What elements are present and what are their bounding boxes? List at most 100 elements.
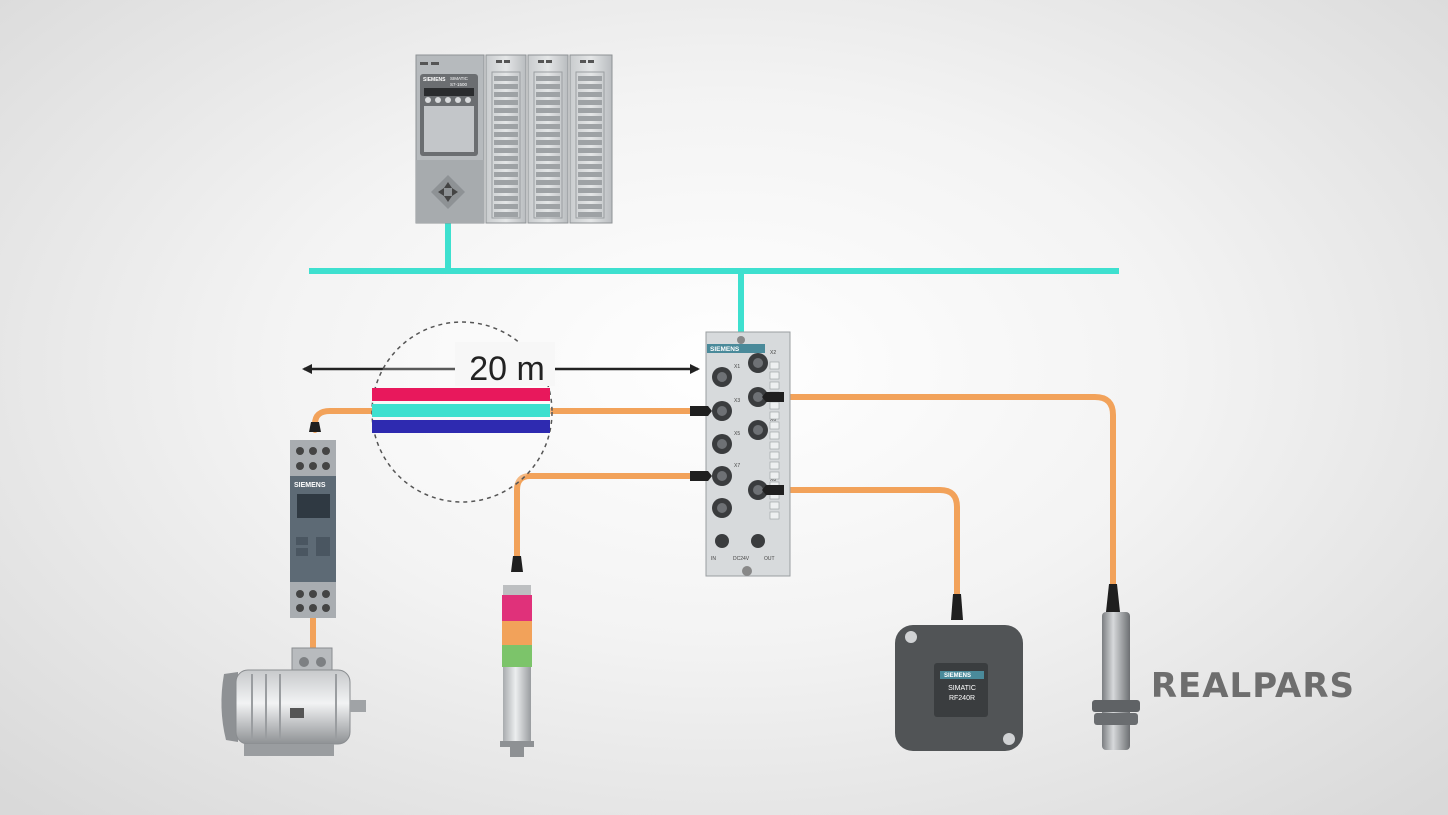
plc-io-module-2 [527, 54, 569, 224]
stack-light-pole [503, 667, 531, 741]
plc-arrow-left-icon [438, 188, 444, 196]
motor-starter[interactable]: SIEMENS [290, 422, 336, 618]
plc-slot [578, 196, 602, 201]
sensor-nut-upper [1092, 700, 1140, 712]
cable-length-callout: 20 m [302, 321, 700, 503]
io-label-dc24v: DC24V [733, 556, 750, 562]
plc-slot [494, 180, 518, 185]
io-terminal [769, 501, 780, 510]
motor-body [235, 669, 351, 745]
realpars-logo: REALPARS [1151, 666, 1355, 706]
io-port-socket [753, 358, 763, 368]
io-port-socket [717, 471, 727, 481]
motor-fan-cover [221, 672, 238, 742]
plc-slot [494, 148, 518, 153]
plc-arrow-down-icon [444, 196, 452, 202]
plc-slot [578, 140, 602, 145]
connector-x7-plug [762, 485, 784, 495]
plc-slot [536, 172, 560, 177]
io-port-label: X3 [734, 398, 740, 404]
io-label-out: OUT [764, 556, 775, 562]
plc-slot [578, 204, 602, 209]
plc-slot [494, 212, 518, 217]
connector-x6-plug [690, 471, 712, 481]
stack-light-green-segment [502, 645, 532, 667]
stack-light-red-segment [502, 595, 532, 621]
plc-slot [536, 92, 560, 97]
plc-terminal-slots [494, 60, 602, 217]
profinet-network [309, 222, 1119, 334]
plc-led [546, 60, 552, 63]
motor-starter-down-button[interactable] [296, 548, 308, 556]
io-terminal [769, 361, 780, 370]
plc-slot [536, 116, 560, 121]
motor-shaft [350, 700, 366, 712]
io-port-label: X8 [770, 477, 776, 483]
io-terminal [769, 371, 780, 380]
plc-slot [494, 164, 518, 169]
plc-slot [578, 188, 602, 193]
plc-slot [494, 140, 518, 145]
motor-starter-brand-label: SIEMENS [294, 482, 326, 489]
io-port-socket [717, 503, 727, 513]
plc-slot [494, 204, 518, 209]
field-cables [310, 394, 1116, 651]
plc-slot [536, 108, 560, 113]
plc-slot [536, 164, 560, 169]
io-port-socket [717, 439, 727, 449]
rfid-reader: SIEMENS SIMATIC RF240R [895, 594, 1023, 751]
io-power-port-in[interactable] [715, 534, 729, 548]
io-power-port-out[interactable] [751, 534, 765, 548]
connector-x2-plug [690, 406, 712, 416]
io-port-label: X1 [734, 364, 740, 370]
motor-starter-up-button[interactable] [296, 537, 308, 545]
plc-led [538, 60, 544, 63]
sensor-body [1102, 612, 1130, 750]
motor-base [244, 744, 334, 756]
plc-slot [536, 76, 560, 81]
motor-starter-cable-plug [309, 422, 321, 432]
plc-slot [536, 212, 560, 217]
distributed-io-module[interactable]: SIEMENS X1X2X3X4X5X6X7X8 IN DC24V OUT [690, 331, 791, 577]
io-module-ports: X1X2X3X4X5X6X7X8 [712, 350, 776, 518]
motor-starter-display [297, 494, 330, 518]
plc-dpad[interactable] [431, 175, 465, 209]
io-label-in: IN [711, 556, 716, 562]
plc-slot [578, 76, 602, 81]
motor-starter-enter-button[interactable] [316, 537, 330, 556]
plc-slot [494, 76, 518, 81]
io-terminal [769, 431, 780, 440]
io-terminal [769, 401, 780, 410]
io-port-label: X6 [770, 417, 776, 423]
plc-slot [536, 180, 560, 185]
plc-led [504, 60, 510, 63]
rfid-brand-label: SIEMENS [944, 673, 971, 679]
io-terminal [769, 441, 780, 450]
plc-model-line2: S7-1500 [450, 82, 468, 87]
plc-arrow-right-icon [452, 188, 458, 196]
io-terminal [769, 511, 780, 520]
io-terminal [769, 411, 780, 420]
motor-nameplate [290, 708, 304, 718]
io-module-brand-label: SIEMENS [710, 346, 740, 353]
io-terminal [769, 471, 780, 480]
plc-slot [578, 100, 602, 105]
stack-light-orange-segment [502, 621, 532, 645]
distance-label: 20 m [469, 350, 545, 388]
plc-led [588, 60, 594, 63]
cable-stripe-red [372, 388, 550, 401]
io-terminal [769, 421, 780, 430]
io-port-socket [753, 425, 763, 435]
plc-slot [536, 204, 560, 209]
plc-slot [494, 108, 518, 113]
stack-light-cable-plug [511, 556, 523, 572]
io-port-socket [753, 392, 763, 402]
plc-led [496, 60, 502, 63]
plc-slot [578, 148, 602, 153]
io-terminal [769, 381, 780, 390]
io-port-socket [717, 372, 727, 382]
plc-io-module-3 [569, 54, 613, 224]
plc-s7-1500[interactable]: SIEMENS SIMATIC S7-1500 [415, 54, 613, 224]
